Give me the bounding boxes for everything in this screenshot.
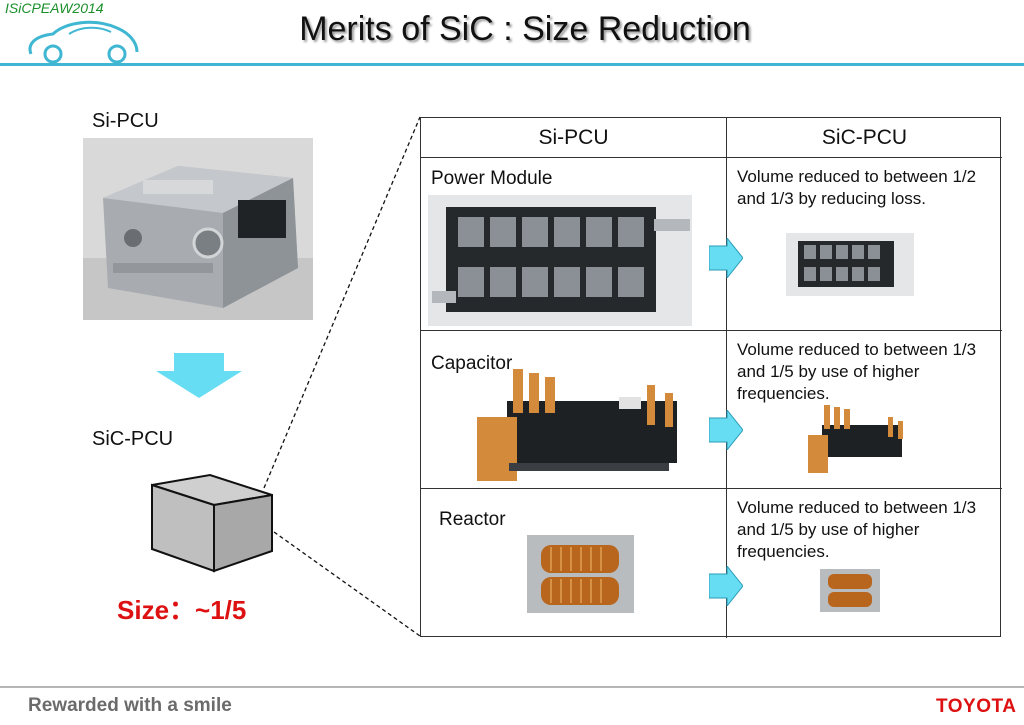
row-power-module-sic-cell: Volume reduced to between 1/2 and 1/3 by… bbox=[727, 158, 1002, 331]
comparison-table: Si-PCU SiC-PCU Power Module Volume reduc… bbox=[420, 117, 1002, 638]
row-label-reactor: Reactor bbox=[439, 509, 506, 530]
cube-icon bbox=[151, 473, 273, 573]
row-reactor-sic-cell: Volume reduced to between 1/3 and 1/5 by… bbox=[727, 489, 1002, 638]
reactor-photo bbox=[527, 535, 634, 613]
power-module-sic-photo bbox=[786, 233, 914, 296]
header-sic-pcu: SiC-PCU bbox=[727, 118, 1002, 158]
slide-title: Merits of SiC : Size Reduction bbox=[299, 10, 751, 48]
power-module-sic-note: Volume reduced to between 1/2 and 1/3 by… bbox=[737, 167, 977, 208]
power-module-photo bbox=[428, 195, 692, 326]
capacitor-photo bbox=[477, 369, 677, 481]
header-si-pcu: Si-PCU bbox=[421, 118, 727, 158]
title-divider bbox=[0, 63, 1024, 66]
right-arrow-icon bbox=[709, 566, 743, 606]
conference-label: ISiCPEAW2014 bbox=[5, 0, 104, 16]
reactor-sic-note: Volume reduced to between 1/3 and 1/5 by… bbox=[737, 498, 977, 561]
down-arrow-icon bbox=[156, 353, 242, 398]
row-capacitor-si-cell: Capacitor bbox=[421, 331, 727, 489]
row-capacitor-sic-cell: Volume reduced to between 1/3 and 1/5 by… bbox=[727, 331, 1002, 489]
row-label-power-module: Power Module bbox=[431, 168, 553, 189]
right-arrow-icon bbox=[709, 238, 743, 278]
footer-divider bbox=[0, 686, 1024, 688]
brand-logo: TOYOTA bbox=[936, 696, 1017, 717]
car-outline-icon bbox=[28, 20, 139, 64]
row-label-capacitor: Capacitor bbox=[431, 353, 513, 374]
footer-slogan: Rewarded with a smile bbox=[28, 695, 232, 716]
si-pcu-photo bbox=[83, 138, 313, 320]
row-power-module-si-cell: Power Module bbox=[421, 158, 727, 331]
si-pcu-label: Si-PCU bbox=[92, 110, 159, 132]
capacitor-sic-photo bbox=[808, 405, 903, 473]
size-ratio-label: Size：~1/5 bbox=[117, 595, 247, 625]
capacitor-sic-note: Volume reduced to between 1/3 and 1/5 by… bbox=[737, 340, 977, 403]
right-arrow-icon bbox=[709, 410, 743, 450]
reactor-sic-photo bbox=[820, 569, 880, 612]
row-reactor-si-cell: Reactor bbox=[421, 489, 727, 638]
sic-pcu-label: SiC-PCU bbox=[92, 428, 174, 450]
